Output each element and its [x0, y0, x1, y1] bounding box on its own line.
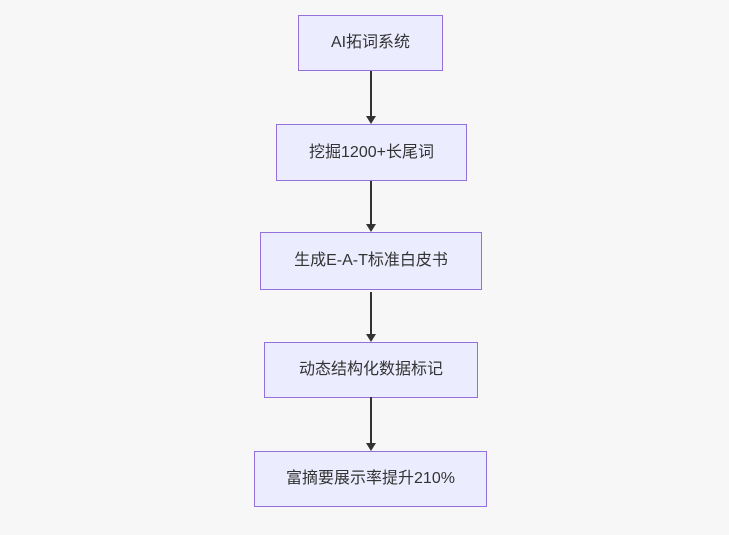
arrow-down-icon — [370, 181, 372, 224]
node-label: 挖掘1200+长尾词 — [309, 143, 434, 161]
node-label: 生成E-A-T标准白皮书 — [294, 252, 448, 270]
flow-node-ai-word-system: AI拓词系统 — [298, 15, 443, 71]
flow-node-eat-whitepaper: 生成E-A-T标准白皮书 — [260, 232, 482, 290]
flow-node-rich-snippet-result: 富摘要展示率提升210% — [254, 451, 487, 507]
arrow-down-icon — [370, 397, 372, 443]
node-label: AI拓词系统 — [330, 34, 411, 52]
flow-node-longtail-mining: 挖掘1200+长尾词 — [276, 124, 467, 181]
flow-node-structured-data-markup: 动态结构化数据标记 — [264, 342, 478, 398]
arrow-down-icon — [370, 292, 372, 334]
node-label: 动态结构化数据标记 — [298, 361, 443, 379]
arrow-down-icon — [370, 71, 372, 116]
node-label: 富摘要展示率提升210% — [286, 470, 455, 488]
